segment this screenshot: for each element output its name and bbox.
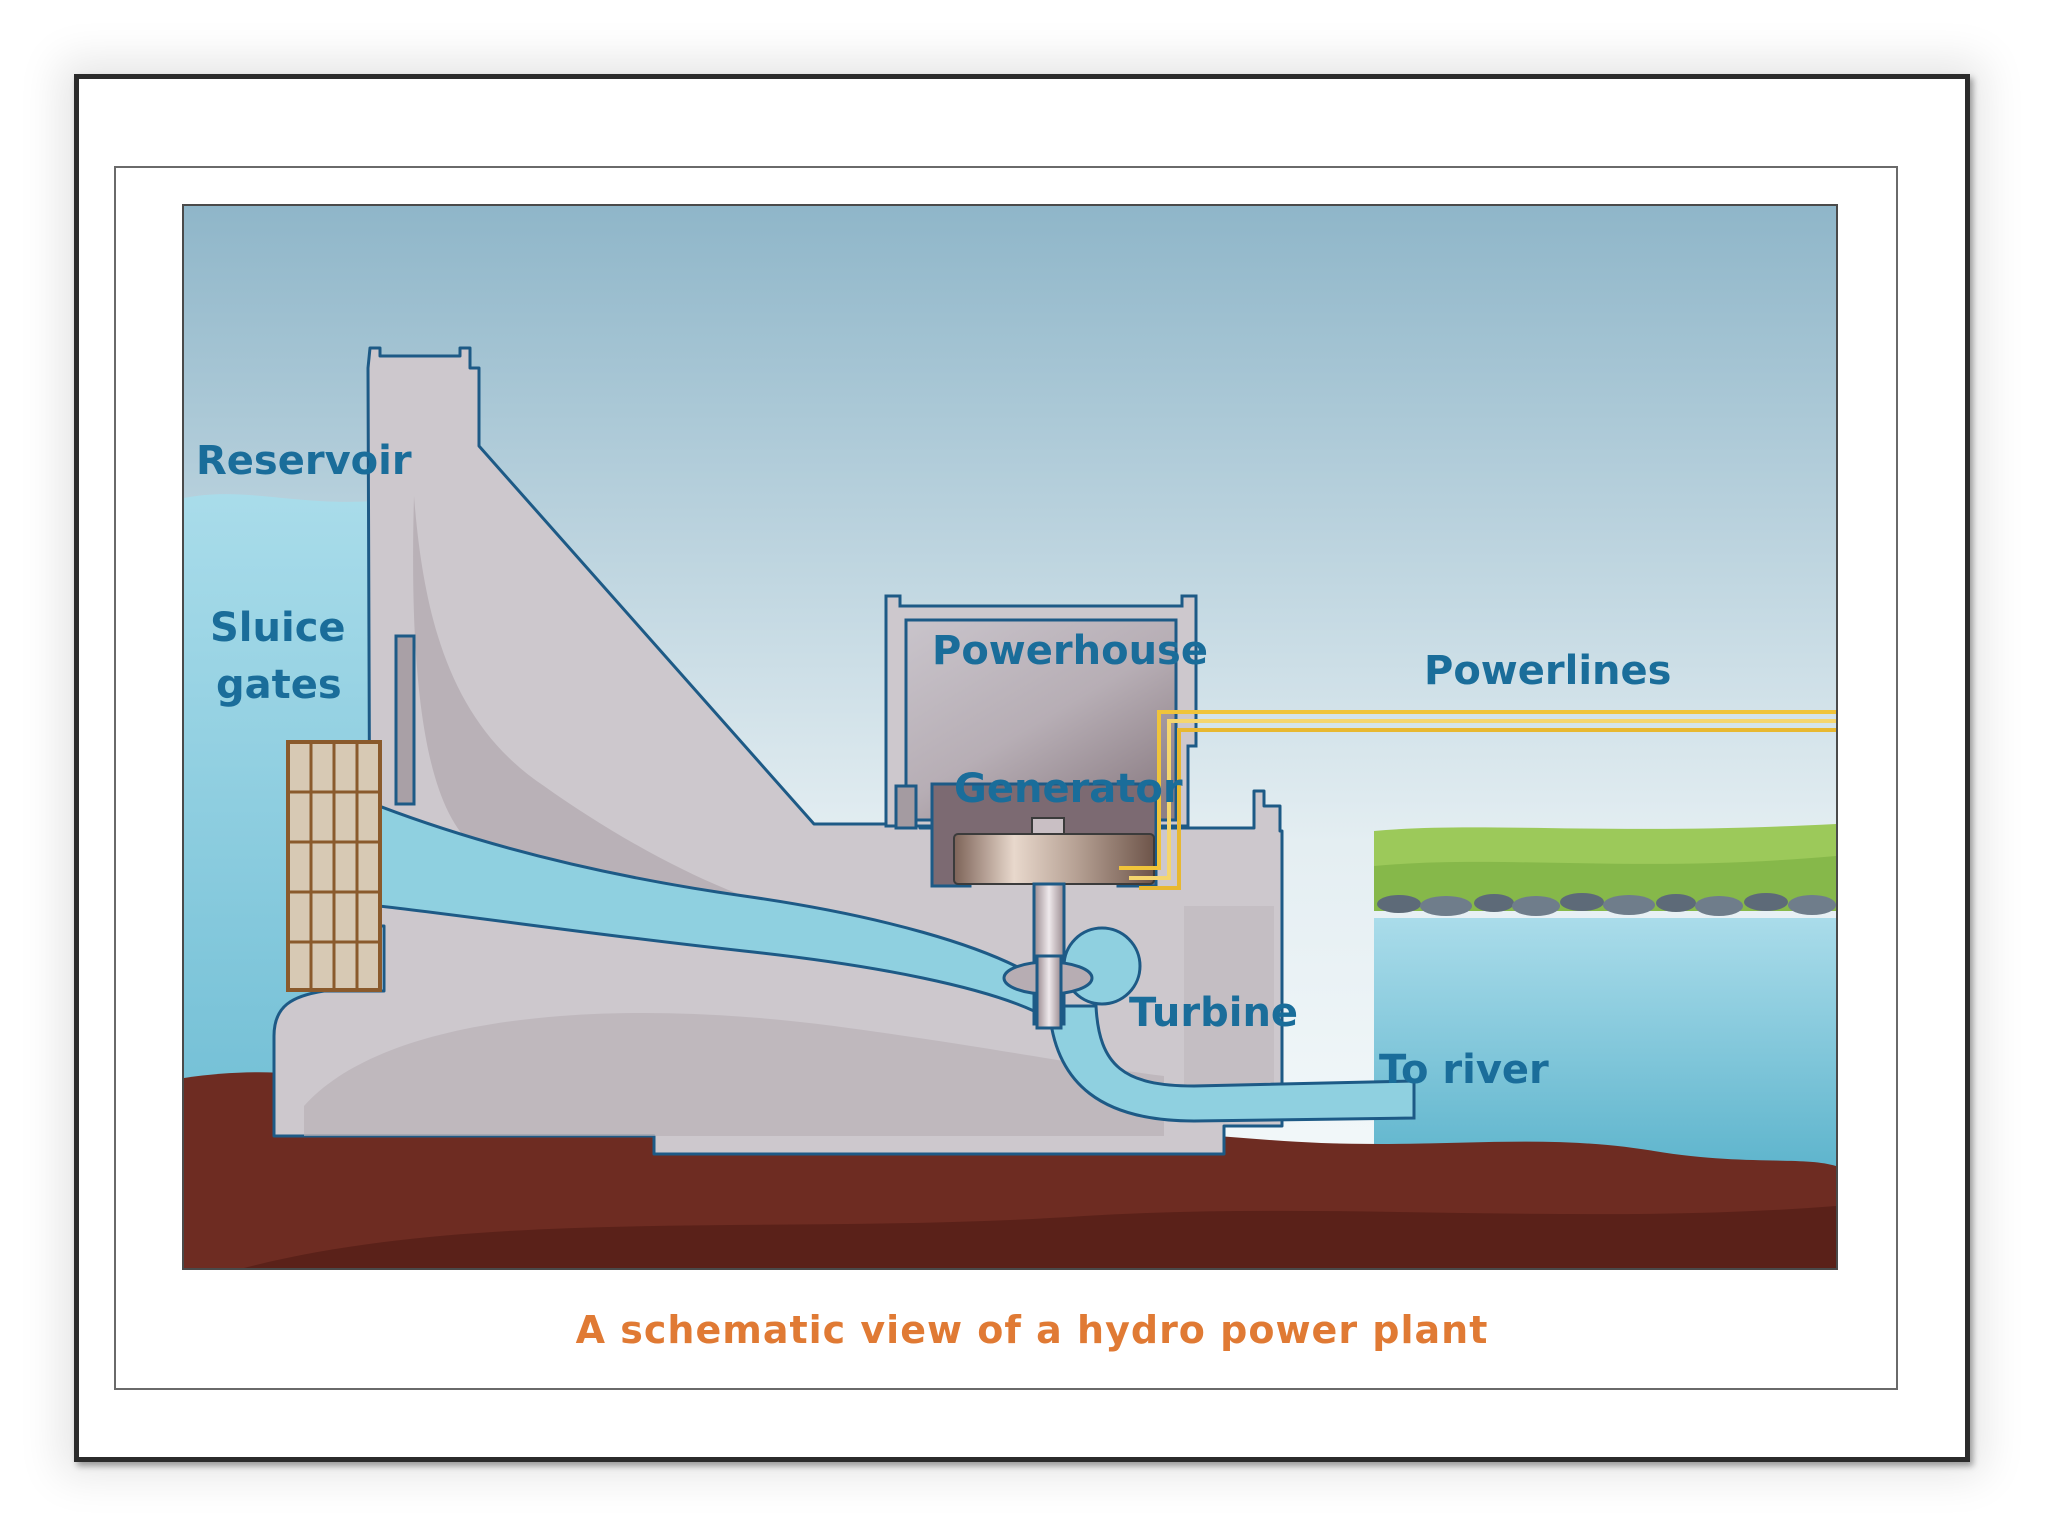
label-sluice-gates-line1: Sluice bbox=[210, 605, 346, 651]
turbine-runner bbox=[1002, 926, 1142, 1030]
label-sluice-gates-line2: gates bbox=[216, 662, 342, 708]
sluice-gates bbox=[286, 740, 382, 992]
label-to-river: To river bbox=[1379, 1047, 1549, 1093]
label-turbine: Turbine bbox=[1129, 990, 1298, 1036]
hydro-plant-diagram: Reservoir Sluice gates Powerhouse Genera… bbox=[182, 204, 1838, 1270]
diagram-caption: A schematic view of a hydro power plant bbox=[575, 1308, 1489, 1352]
label-reservoir: Reservoir bbox=[196, 438, 412, 484]
river-rocks bbox=[1377, 893, 1836, 916]
river-water bbox=[1374, 918, 1836, 1166]
label-powerhouse: Powerhouse bbox=[932, 628, 1208, 674]
dam-structure bbox=[272, 346, 1284, 1156]
label-generator: Generator bbox=[954, 766, 1183, 812]
powerlines bbox=[1119, 710, 1836, 890]
generator-rotor bbox=[953, 833, 1155, 885]
outflow-channel bbox=[1047, 1004, 1416, 1123]
gate-slot bbox=[394, 634, 416, 806]
inner-frame bbox=[114, 166, 1898, 1390]
label-powerlines: Powerlines bbox=[1424, 648, 1671, 694]
